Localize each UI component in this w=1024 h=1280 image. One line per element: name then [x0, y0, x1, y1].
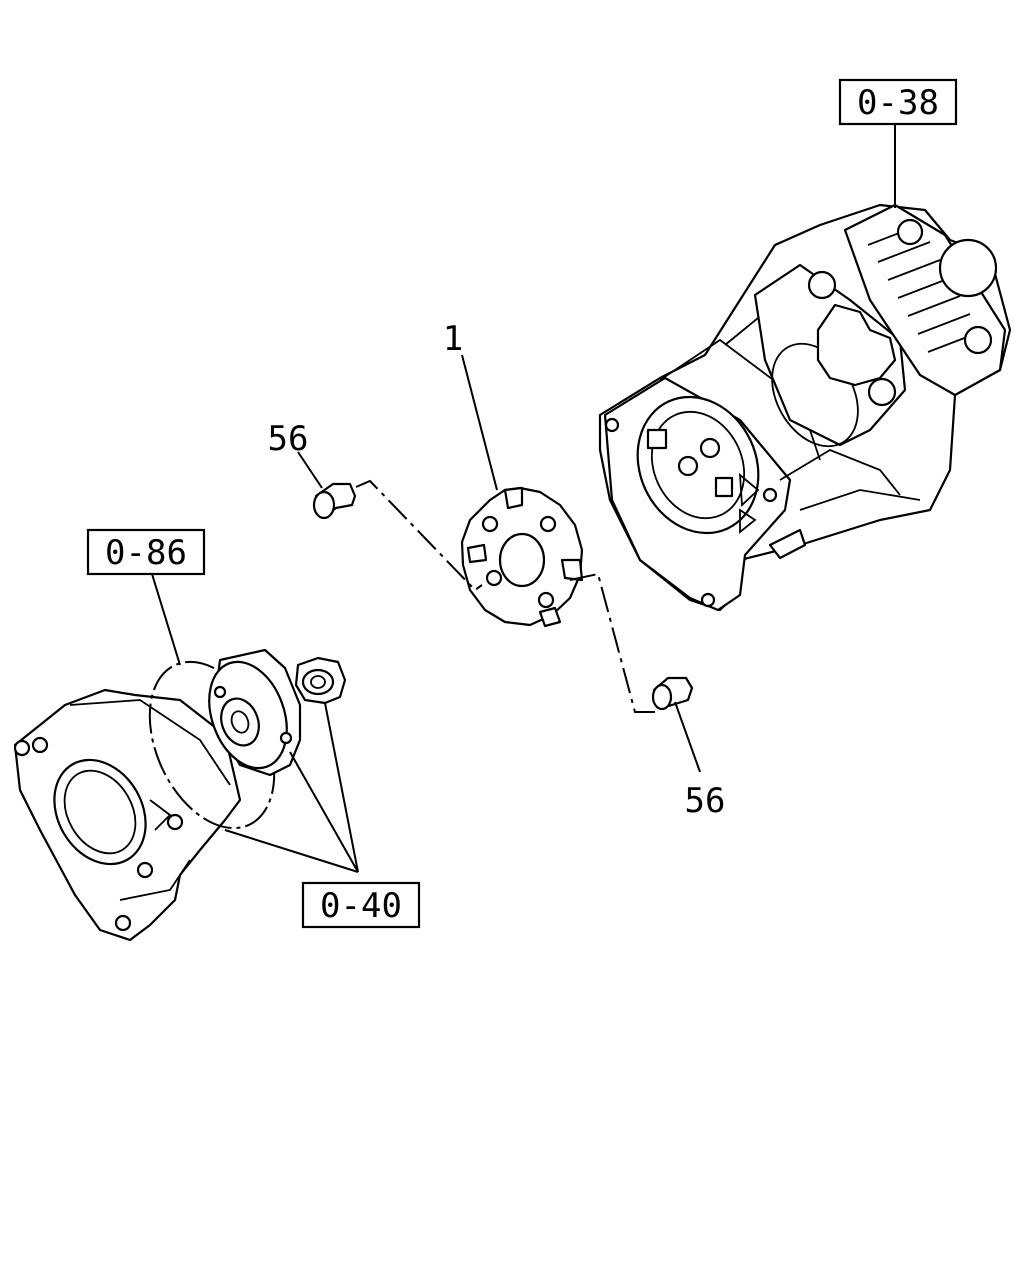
callout-part-1: 1	[443, 319, 463, 359]
leader-56-upper	[297, 451, 323, 489]
reference-label-0-40: 0-40	[320, 886, 402, 926]
leader-0-40-c	[324, 702, 359, 873]
reference-box-0-86[interactable]: 0-86	[86, 528, 206, 576]
leader-0-40-a	[224, 829, 359, 873]
leader-part-1	[461, 354, 498, 491]
leader-0-40-b	[289, 751, 359, 873]
leader-56-lower	[674, 701, 701, 773]
injection-pump-assembly	[598, 203, 1012, 612]
bolt-56-upper	[312, 482, 357, 520]
drive-gear	[208, 648, 302, 777]
reference-label-0-38: 0-38	[857, 83, 939, 123]
reference-box-0-38[interactable]: 0-38	[838, 78, 958, 126]
assembly-line-lower	[569, 572, 655, 713]
assembly-line-upper	[355, 479, 483, 592]
bolt-56-lower	[651, 676, 694, 711]
reference-box-0-40[interactable]: 0-40	[301, 881, 421, 929]
coupling-flange-part-1	[460, 486, 584, 628]
reference-label-0-86: 0-86	[105, 533, 187, 573]
gear-housing-assembly	[13, 688, 242, 942]
callout-part-56-lower: 56	[685, 781, 726, 821]
nut-washer	[294, 656, 347, 705]
leader-0-86	[151, 573, 181, 666]
callout-part-56-upper: 56	[268, 419, 309, 459]
